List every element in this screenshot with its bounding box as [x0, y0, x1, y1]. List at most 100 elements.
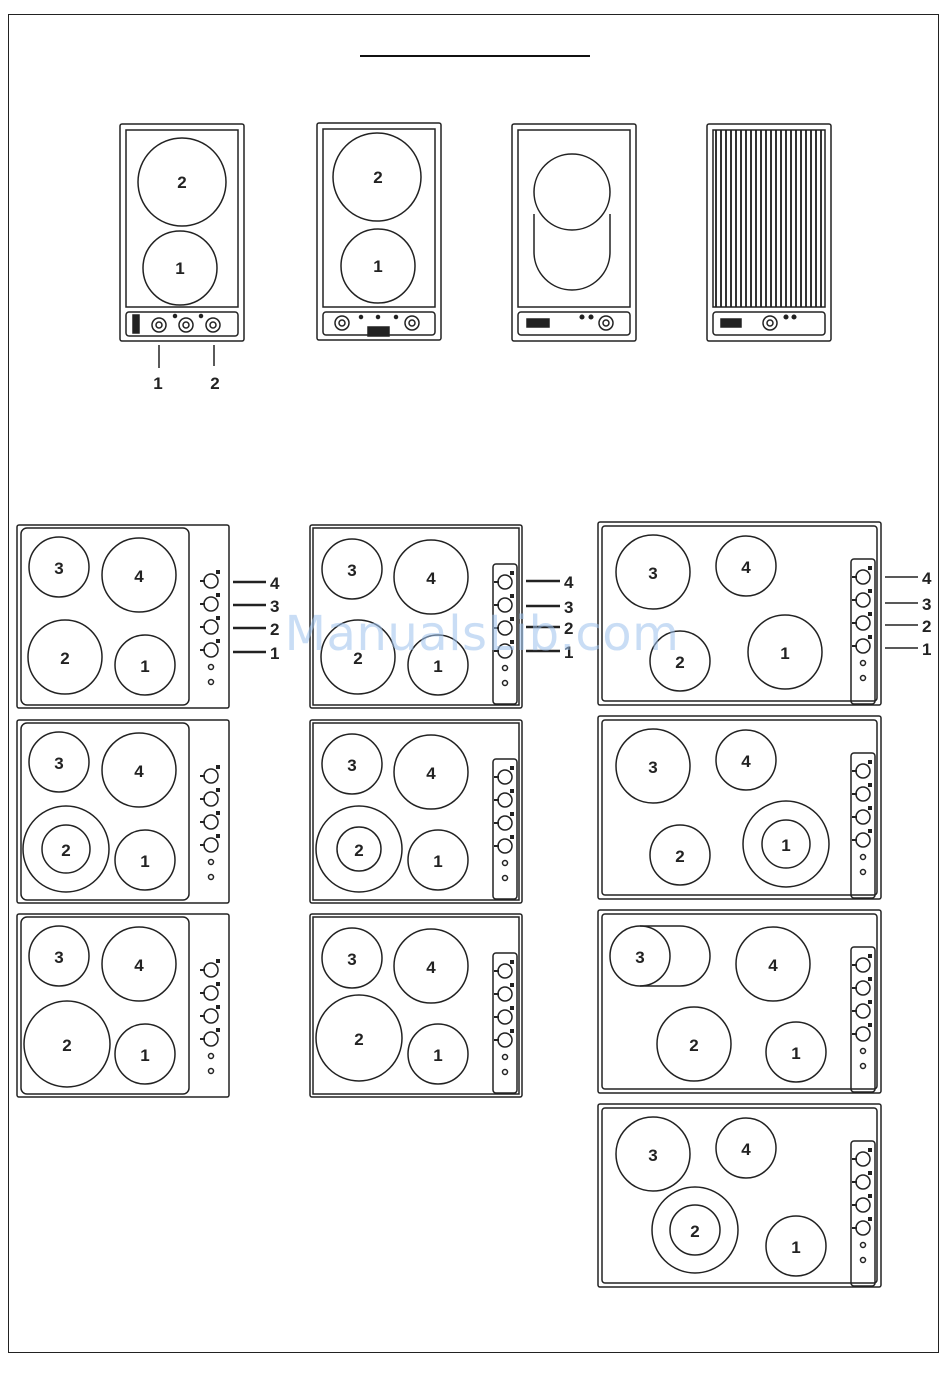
control-knob	[856, 616, 870, 630]
knob-indicator	[868, 760, 872, 764]
domino-hob-2	[317, 123, 441, 340]
zone-number: 2	[675, 847, 684, 866]
zone-number: 1	[780, 644, 789, 663]
zone-number: 1	[791, 1238, 800, 1257]
zone-number: 2	[689, 1036, 698, 1055]
control-knob	[204, 597, 218, 611]
knob-indicator	[868, 1000, 872, 1004]
control-knob	[204, 620, 218, 634]
domino-zone-label: 1	[373, 257, 382, 276]
zone-number: 4	[741, 752, 751, 771]
control-knob	[498, 816, 512, 830]
knob-label: 1	[922, 640, 931, 659]
knob-indicator	[868, 977, 872, 981]
control-knob	[856, 833, 870, 847]
hob-type-c: 3 4 2 1	[598, 910, 881, 1093]
hob-type-a: 34214321	[17, 525, 280, 708]
knob-indicator	[868, 1023, 872, 1027]
zone-number: 3	[54, 559, 63, 578]
domino-zone-label: 2	[177, 173, 186, 192]
extended-zone	[640, 926, 710, 986]
control-knob	[204, 1009, 218, 1023]
knob-indicator	[216, 1028, 220, 1032]
knob-indicator	[216, 639, 220, 643]
knob-indicator	[868, 1148, 872, 1152]
knob-indicator	[510, 571, 514, 575]
zone-number: 4	[134, 567, 144, 586]
control-panel	[851, 1141, 875, 1286]
knob-indicator	[216, 616, 220, 620]
control-panel	[851, 559, 875, 704]
control-knob	[856, 1004, 870, 1018]
indicator-light	[861, 1049, 866, 1054]
control-knob	[498, 770, 512, 784]
knob-label: 4	[922, 569, 932, 588]
glass-top	[602, 1108, 877, 1283]
hob-type-b: 3421	[310, 720, 522, 903]
hob-outline	[17, 720, 229, 903]
indicator-light	[209, 875, 214, 880]
knob-indicator	[868, 954, 872, 958]
knob-indicator	[510, 835, 514, 839]
knob-label: 4	[270, 574, 280, 593]
control-knob	[856, 1221, 870, 1235]
knob-indicator	[510, 960, 514, 964]
zone-number: 1	[140, 852, 149, 871]
zone-number: 1	[433, 1046, 442, 1065]
domino-left-control-label: 1	[153, 374, 162, 393]
glass-top	[602, 720, 877, 895]
control-knob	[498, 964, 512, 978]
hob-outline	[598, 910, 881, 1093]
knob-indicator	[868, 612, 872, 616]
zone-number: 4	[426, 958, 436, 977]
zone-number: 4	[426, 569, 436, 588]
glass-top	[602, 914, 877, 1089]
indicator-light	[861, 1064, 866, 1069]
control-knob	[498, 987, 512, 1001]
control-panel	[851, 753, 875, 898]
glass-top	[21, 917, 189, 1094]
glass-top	[21, 528, 189, 705]
indicator-light	[503, 1070, 508, 1075]
control-knob	[204, 574, 218, 588]
knob-label: 3	[922, 595, 931, 614]
hob-outline	[310, 914, 522, 1097]
knob-indicator	[868, 1171, 872, 1175]
control-knob	[856, 1027, 870, 1041]
control-knob	[498, 1033, 512, 1047]
zone-number: 2	[62, 1036, 71, 1055]
indicator-light	[209, 1054, 214, 1059]
zone-number: 1	[140, 1046, 149, 1065]
zone-number: 1	[791, 1044, 800, 1063]
indicator-light	[503, 876, 508, 881]
control-panel	[493, 953, 517, 1093]
control-knob	[856, 639, 870, 653]
control-knob	[498, 575, 512, 589]
zone-number: 3	[635, 948, 644, 967]
indicator-light	[209, 860, 214, 865]
control-knob	[856, 1198, 870, 1212]
knob-indicator	[216, 593, 220, 597]
zone-number: 4	[768, 956, 778, 975]
knob-indicator	[510, 789, 514, 793]
knob-indicator	[868, 806, 872, 810]
knob-indicator	[868, 566, 872, 570]
zone-number: 2	[690, 1222, 699, 1241]
glass-top	[313, 917, 519, 1094]
zone-number: 2	[354, 1030, 363, 1049]
indicator-light	[503, 861, 508, 866]
indicator-light	[209, 1069, 214, 1074]
control-knob	[498, 793, 512, 807]
hob-outline	[17, 525, 229, 708]
knob-indicator	[216, 811, 220, 815]
control-knob	[498, 839, 512, 853]
zone-number: 1	[781, 836, 790, 855]
control-knob	[856, 958, 870, 972]
zone-number: 1	[140, 657, 149, 676]
control-knob	[856, 810, 870, 824]
indicator-light	[209, 665, 214, 670]
control-knob	[204, 769, 218, 783]
